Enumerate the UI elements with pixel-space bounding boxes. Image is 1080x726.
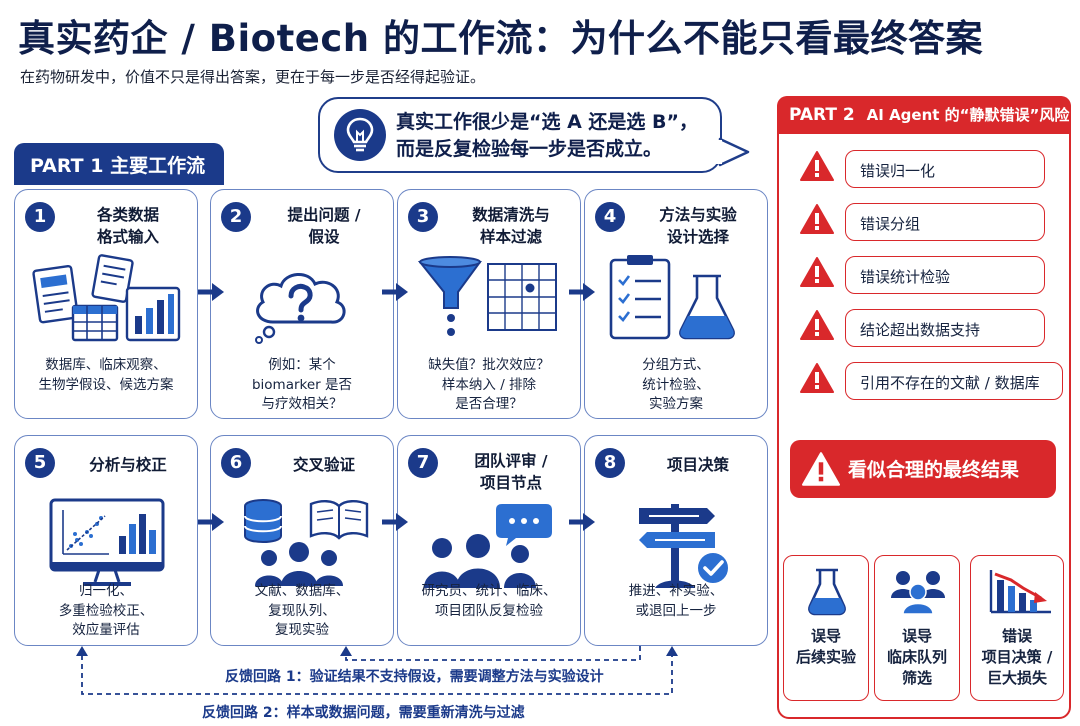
step-description: 缺失值？批次效应？样本纳入 / 排除是否合理？	[428, 357, 550, 412]
step-number: 1	[25, 202, 55, 232]
step-number: 2	[221, 202, 251, 232]
step-number: 6	[221, 448, 251, 478]
error-item-1: 错误归一化	[845, 150, 1045, 188]
feedback-loop-2-label: 反馈回路 2：样本或数据问题，需要重新清洗与过滤	[202, 705, 525, 721]
step-1-card: 1 各类数据格式输入 数据库、临床观察、生物学假设、候选方案	[14, 189, 198, 419]
part2-prefix: PART 2	[789, 105, 855, 125]
callout-bubble: 真实工作很少是“选 A 还是选 B”， 而是反复检验每一步是否成立。	[318, 97, 722, 173]
part2-header: PART 2 AI Agent 的“静默错误”风险	[777, 96, 1071, 134]
flask-icon	[808, 568, 846, 616]
step-number: 3	[408, 202, 438, 232]
step-description: 推进、补实验、或退回上一步	[628, 583, 724, 619]
step-description: 文献、数据库、复现队列、复现实验	[254, 583, 350, 638]
warning-icon	[802, 452, 840, 486]
monitor-chart-icon	[49, 498, 165, 586]
warning-icon	[800, 257, 834, 287]
page-title: 真实药企 / Biotech 的工作流：为什么不能只看最终答案	[18, 17, 984, 60]
step-6-card: 6 交叉验证 文献、数据库、复现队列、复现实验	[210, 435, 394, 646]
callout-line-1: 真实工作很少是“选 A 还是选 B”，	[396, 111, 699, 133]
step-title: 数据清洗与样本过滤	[472, 206, 550, 246]
lightbulb-icon	[334, 109, 386, 161]
callout-line-2: 而是反复检验每一步是否成立。	[396, 138, 663, 160]
people-group-icon	[891, 571, 945, 615]
step-3-card: 3 数据清洗与样本过滤 缺失值？批次效应？样本纳入 / 排除是否合理？	[397, 189, 581, 419]
final-result-text: 看似合理的最终结果	[848, 459, 1020, 481]
step-number: 7	[408, 448, 438, 478]
outcome-card-3: 错误项目决策 /巨大损失	[970, 555, 1064, 701]
outcome-card-1: 误导后续实验	[783, 555, 869, 701]
error-item-4: 结论超出数据支持	[845, 309, 1045, 347]
part1-label: PART 1 主要工作流	[14, 143, 224, 185]
step-description: 研究员、统计、临床、项目团队反复检验	[421, 583, 557, 619]
checklist-flask-icon	[609, 255, 735, 340]
declining-chart-icon	[989, 570, 1051, 614]
final-result-banner: 看似合理的最终结果	[790, 440, 1056, 498]
feedback-loop-1-line	[345, 646, 641, 661]
part2-title: AI Agent 的“静默错误”风险	[866, 106, 1070, 124]
team-discussion-icon	[424, 504, 552, 588]
step-title: 各类数据格式输入	[96, 206, 159, 246]
warning-icon	[800, 363, 834, 393]
step-number: 8	[595, 448, 625, 478]
warning-icon	[800, 310, 834, 340]
step-7-card: 7 团队评审 /项目节点 研究员、统计、临床、项目团队反复检验	[397, 435, 581, 646]
database-book-people-icon	[244, 499, 369, 586]
outcome-text: 误导后续实验	[795, 627, 856, 666]
outcome-text: 误导临床队列筛选	[886, 627, 947, 687]
step-8-card: 8 项目决策 推进、补实验、或退回上一步	[584, 435, 768, 646]
step-title: 团队评审 /项目节点	[474, 452, 548, 492]
step-title: 项目决策	[666, 456, 729, 474]
page-subtitle: 在药物研发中，价值不只是得出答案，更在于每一步是否经得起验证。	[20, 68, 486, 86]
signpost-check-icon	[639, 504, 730, 588]
step-title: 交叉验证	[292, 456, 355, 474]
step-number: 4	[595, 202, 625, 232]
warning-icon	[800, 204, 834, 234]
warning-icon	[800, 151, 834, 181]
error-item-5: 引用不存在的文献 / 数据库	[845, 362, 1063, 400]
question-cloud-icon	[255, 273, 346, 344]
callout-text: 真实工作很少是“选 A 还是选 B”， 而是反复检验每一步是否成立。	[396, 109, 698, 163]
funnel-grid-icon	[417, 256, 557, 336]
outcome-card-2: 误导临床队列筛选	[874, 555, 960, 701]
step-title: 分析与校正	[89, 456, 167, 474]
step-description: 分组方式、统计检验、实验方案	[642, 357, 710, 412]
step-description: 数据库、临床观察、生物学假设、候选方案	[38, 357, 174, 393]
error-item-2: 错误分组	[845, 203, 1045, 241]
step-4-card: 4 方法与实验设计选择 分组方式、统计检验、实验方案	[584, 189, 768, 419]
step-description: 归一化、多重检验校正、效应量评估	[58, 583, 154, 638]
feedback-loop-1-label: 反馈回路 1：验证结果不支持假设，需要调整方法与实验设计	[225, 669, 604, 685]
error-item-3: 错误统计检验	[845, 256, 1045, 294]
documents-and-charts-icon	[32, 254, 181, 342]
step-title: 方法与实验设计选择	[659, 206, 737, 246]
step-title: 提出问题 /假设	[287, 206, 361, 246]
step-number: 5	[25, 448, 55, 478]
outcome-text: 错误项目决策 /巨大损失	[981, 627, 1053, 687]
step-5-card: 5 分析与校正 归一化、多重检验校正、效应量评估	[14, 435, 198, 646]
